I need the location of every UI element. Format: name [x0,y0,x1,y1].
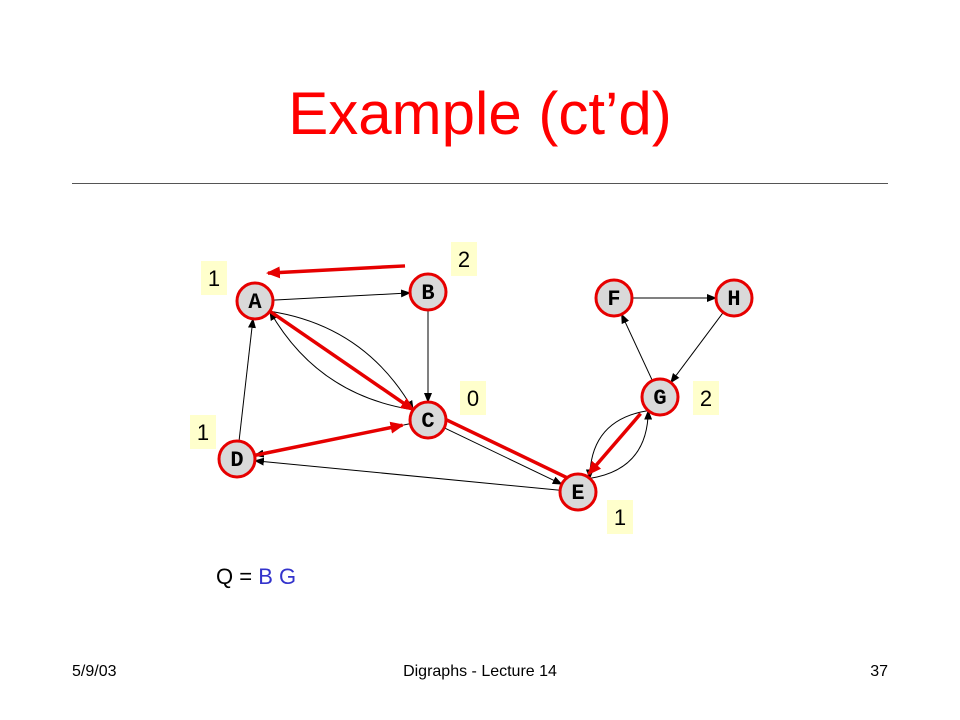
edge-c-a [269,310,414,411]
distance-label-d: 1 [190,415,216,449]
node-label: G [653,386,666,411]
distance-label-e: 1 [607,500,633,534]
distance-label-b: 2 [451,242,477,276]
edge-h-g [670,312,724,384]
node-label: H [727,287,740,312]
node-h: H [714,278,754,318]
distance-label-bg [190,415,216,449]
edge-e-g [589,409,653,479]
footer-date: 5/9/03 [72,663,117,680]
queue-value: B G [258,564,297,589]
edge-d-a [238,317,256,442]
node-b: B [408,272,448,312]
node-circle [558,472,598,512]
distance-labels-layer: 1 2 0 1 1 2 [190,242,719,534]
queue-readout: Q = B G [216,564,296,590]
node-f: F [594,278,634,318]
highlighted-edge-a-c [267,308,415,412]
edges-layer [238,264,724,491]
node-a: A [235,281,275,321]
edge-a-c [269,310,414,411]
distance-label-bg [451,242,477,276]
footer-lecture: Digraphs - Lecture 14 [403,663,557,680]
distance-value: 2 [700,386,712,411]
edge-a-b [272,289,412,301]
node-c: C [408,400,448,440]
distance-label-a: 1 [201,261,227,295]
node-label: E [571,481,584,506]
footer-page-number: 37 [870,663,888,680]
node-circle [235,281,275,321]
edge-e-d [253,457,561,491]
edge-c-e [444,427,563,485]
node-circle [714,278,754,318]
nodes-layer: A B C D E F G H [217,272,754,512]
distance-label-bg [460,381,486,415]
edge-g-f [621,313,653,381]
node-label: C [421,409,434,434]
highlighted-edge-b-a [265,264,406,279]
highlighted-edge-e-c [428,410,572,481]
node-circle [217,439,257,479]
distance-label-bg [201,261,227,295]
distance-value: 0 [467,386,479,411]
distance-value: 2 [458,247,470,272]
node-label: F [607,287,620,312]
node-circle [408,272,448,312]
distance-value: 1 [614,505,626,530]
highlighted-edge-d-c [254,421,405,458]
distance-label-bg [693,381,719,415]
node-e: E [558,472,598,512]
queue-label: Q = [216,564,253,589]
node-g: G [640,377,680,417]
node-circle [408,400,448,440]
node-circle [640,377,680,417]
distance-label-bg [607,500,633,534]
title-divider [72,183,888,184]
distance-value: 1 [208,266,220,291]
highlighted-edge-g-e [587,412,642,476]
node-label: A [248,290,262,315]
slide-title: Example (ct’d) [288,80,672,147]
distance-label-g: 2 [693,381,719,415]
distance-label-c: 0 [460,381,486,415]
node-circle [594,278,634,318]
distance-value: 1 [197,420,209,445]
node-label: B [421,281,434,306]
node-label: D [230,448,243,473]
node-d: D [217,439,257,479]
